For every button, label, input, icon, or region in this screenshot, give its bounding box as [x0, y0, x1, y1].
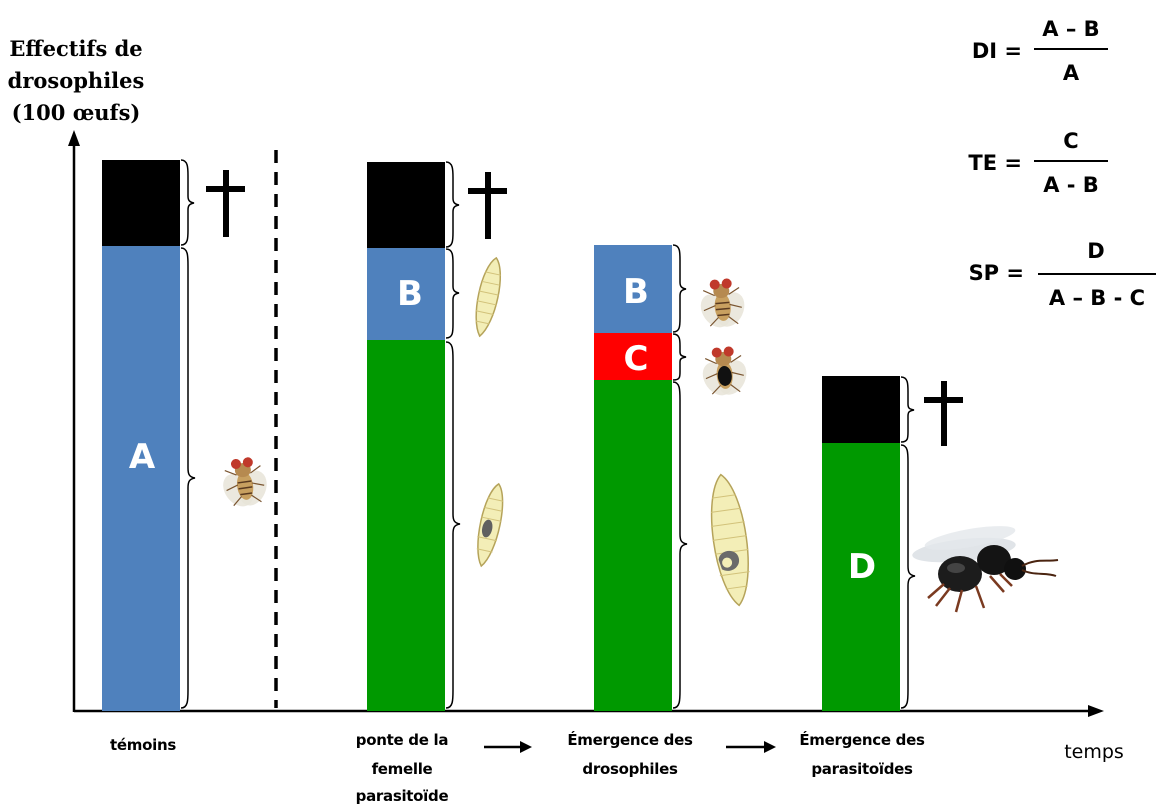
formula-di-denominator: A	[1063, 61, 1080, 85]
bar-temoins-letter-a: A	[129, 437, 156, 477]
x-axis-arrowhead	[1088, 705, 1104, 717]
bar-ponte-letter-b: B	[397, 274, 423, 314]
dagger-icon	[924, 381, 963, 446]
x-label-emergence-parasitoides-line-2: parasitoïdes	[811, 760, 913, 778]
x-label-ponte-line-1: ponte de la	[356, 731, 448, 749]
bar-temoins: A	[102, 159, 267, 711]
y-axis-label-line-2: drosophiles	[8, 68, 145, 93]
x-axis-time-label: temps	[1064, 741, 1124, 763]
bar-temoins-segment-a	[102, 246, 180, 711]
parasitoid-wasp-icon	[912, 526, 1059, 613]
formula-di-numerator: A – B	[1042, 17, 1099, 41]
bar-ponte-segment-dead	[367, 162, 445, 248]
brace-emergence-drosophiles-b	[672, 244, 687, 333]
brace-temoins-a	[180, 247, 196, 709]
formula-sp: SP = D A – B - C	[969, 239, 1156, 310]
formula-te-denominator: A - B	[1043, 173, 1099, 197]
formula-di: DI = A – B A	[972, 17, 1108, 85]
sequence-arrow-1	[484, 741, 532, 753]
x-label-temoins-line-1: témoins	[110, 736, 176, 754]
y-axis-label-line-3: (100 œufs)	[12, 100, 141, 125]
dagger-icon	[206, 170, 245, 237]
sequence-arrow-2	[726, 741, 776, 753]
brace-emergence-drosophiles-parasitized	[672, 381, 688, 709]
brace-emergence-parasitoides-d	[900, 444, 916, 709]
formula-sp-numerator: D	[1087, 239, 1104, 263]
fly-icon	[700, 278, 745, 328]
dagger-icon	[468, 172, 507, 239]
x-label-emergence-parasitoides-line-1: Émergence des	[799, 730, 925, 749]
brace-emergence-parasitoides-dead	[900, 376, 915, 443]
larva-icon	[475, 256, 502, 338]
bar-emergence-drosophiles-segment-b	[594, 245, 672, 333]
brace-emergence-drosophiles-c	[672, 333, 687, 381]
x-labels: témoins ponte de la femelle parasitoïde …	[110, 730, 1124, 805]
x-label-emergence-drosophiles-line-1: Émergence des	[567, 730, 693, 749]
formula-te-name: TE =	[968, 151, 1022, 175]
bar-emergence-drosophiles-segment-parasitized	[594, 380, 672, 711]
formula-sp-name: SP =	[969, 261, 1024, 285]
brace-ponte-dead	[445, 161, 460, 248]
y-axis-label: Effectifs de drosophiles (100 œufs)	[8, 36, 145, 125]
y-axis-label-line-1: Effectifs de	[9, 36, 142, 61]
x-label-ponte-line-2: femelle	[372, 760, 433, 778]
brace-ponte-parasitized	[445, 341, 461, 709]
parasitized-larva-icon	[476, 482, 504, 568]
y-axis-arrowhead	[68, 130, 80, 146]
brace-temoins-dead	[180, 159, 195, 246]
formula-te: TE = C A - B	[968, 129, 1108, 197]
bar-emergence-parasitoides: D	[822, 376, 1059, 711]
bar-ponte: B	[367, 161, 507, 711]
bar-emergence-drosophiles-letter-c: C	[624, 339, 649, 379]
bar-emergence-drosophiles-letter-b: B	[623, 272, 649, 312]
parasitized-larva-icon	[710, 473, 750, 607]
bar-emergence-parasitoides-segment-d	[822, 443, 900, 711]
x-label-emergence-drosophiles-line-2: drosophiles	[582, 760, 678, 778]
x-label-ponte-line-3: parasitoïde	[356, 787, 449, 805]
axes	[68, 130, 1104, 717]
bar-emergence-drosophiles: B C	[594, 244, 750, 711]
bar-emergence-drosophiles-segment-c	[594, 333, 672, 380]
bar-emergence-parasitoides-letter-d: D	[848, 547, 876, 587]
fly-icon	[223, 457, 267, 507]
formula-di-name: DI =	[972, 39, 1022, 63]
formula-sp-denominator: A – B - C	[1049, 286, 1145, 310]
bar-temoins-segment-dead	[102, 160, 180, 246]
brace-ponte-b	[445, 248, 460, 339]
bar-ponte-segment-b	[367, 248, 445, 340]
melanized-fly-icon	[702, 346, 747, 396]
formula-te-numerator: C	[1063, 129, 1078, 153]
bar-emergence-parasitoides-segment-dead	[822, 376, 900, 443]
bar-ponte-segment-parasitized	[367, 340, 445, 711]
